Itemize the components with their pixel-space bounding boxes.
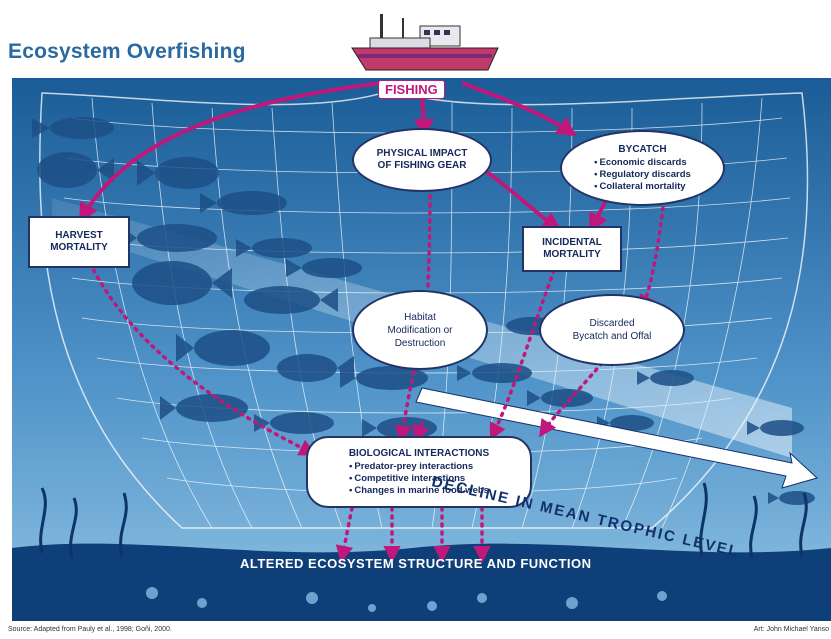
biological-item: Changes in marine food webs [349, 485, 489, 497]
bycatch-item: Regulatory discards [594, 169, 690, 181]
fishing-label: FISHING [378, 80, 445, 99]
habitat-node: Habitat Modification or Destruction [352, 290, 488, 370]
habitat-line1: Habitat [404, 311, 436, 323]
art-credit: Art: John Michael Yanso [753, 626, 829, 633]
discarded-node: Discarded Bycatch and Offal [539, 294, 685, 366]
bycatch-node: BYCATCH Economic discards Regulatory dis… [560, 130, 725, 206]
discarded-line1: Discarded [589, 318, 635, 329]
harvest-mortality-node: HARVEST MORTALITY [28, 216, 130, 268]
seaweed [39, 482, 808, 559]
dotted-arrows [88, 166, 669, 564]
bycatch-list: Economic discards Regulatory discards Co… [594, 157, 691, 193]
source-citation: Source: Adapted from Pauly et al., 1998;… [8, 626, 172, 633]
altered-ecosystem-label: ALTERED ECOSYSTEM STRUCTURE AND FUNCTION [240, 556, 592, 571]
discarded-line2: Bycatch and Offal [572, 331, 652, 342]
biological-interactions-node: BIOLOGICAL INTERACTIONS Predator-prey in… [306, 436, 532, 508]
harvest-line2: MORTALITY [50, 242, 108, 253]
page-title: Ecosystem Overfishing [8, 40, 246, 63]
bycatch-item: Economic discards [594, 157, 691, 169]
physical-impact-line2: OF FISHING GEAR [377, 160, 467, 171]
incidental-line1: INCIDENTAL [542, 237, 602, 248]
decline-arrow [415, 387, 818, 489]
biological-item: Competitive interactions [349, 473, 489, 485]
biological-list: Predator-prey interactions Competitive i… [349, 461, 489, 497]
fishing-boat-icon [351, 14, 499, 71]
incidental-mortality-node: INCIDENTAL MORTALITY [522, 226, 622, 272]
biological-item: Predator-prey interactions [349, 461, 489, 473]
physical-impact-line1: PHYSICAL IMPACT [376, 148, 468, 159]
seafloor [12, 543, 831, 621]
bycatch-title: BYCATCH [618, 143, 667, 155]
fish-school [32, 117, 815, 505]
seafloor-pebbles [146, 587, 667, 612]
habitat-line3: Destruction [394, 337, 446, 349]
harvest-line1: HARVEST [55, 230, 103, 241]
incidental-line2: MORTALITY [543, 249, 601, 260]
ocean-scene: PHYSICAL IMPACT OF FISHING GEAR BYCATCH … [12, 78, 831, 621]
habitat-line2: Modification or [387, 324, 453, 336]
biological-title: BIOLOGICAL INTERACTIONS [348, 447, 490, 459]
physical-impact-node: PHYSICAL IMPACT OF FISHING GEAR [352, 128, 492, 192]
bycatch-item: Collateral mortality [594, 181, 691, 193]
